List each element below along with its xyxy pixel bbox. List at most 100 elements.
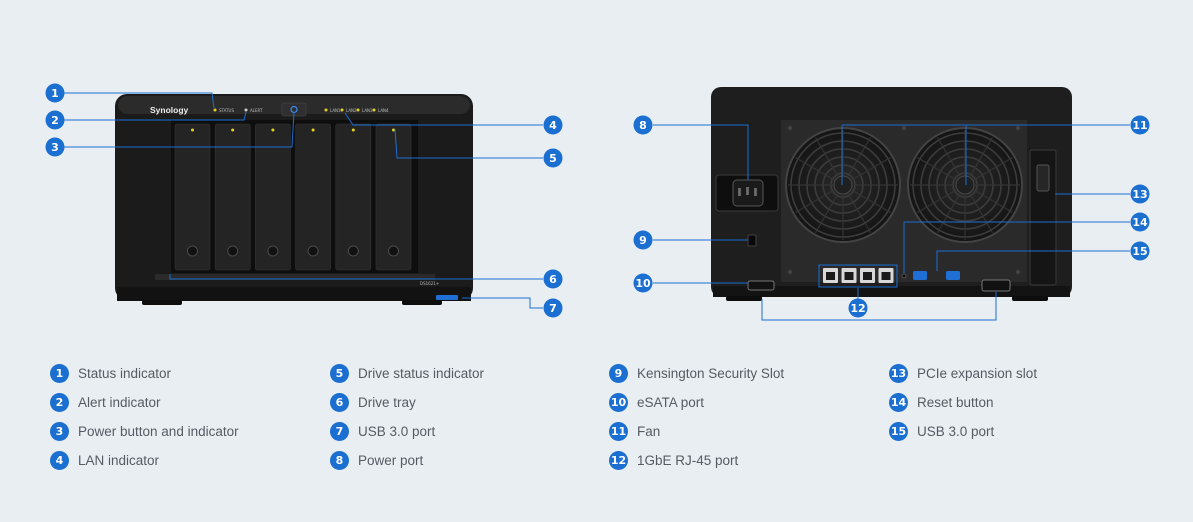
drive-tray[interactable] [335,123,372,271]
svg-text:1: 1 [51,87,59,100]
drive-tray-latch[interactable] [227,245,239,257]
kensington-slot[interactable] [747,234,757,247]
legend-label: eSATA port [637,395,705,410]
nas-rear-view [711,87,1072,301]
drive-status-led [271,128,275,132]
leader-line-8 [653,124,749,180]
rj45-socket [826,272,835,280]
callout-5: 5 [543,148,563,168]
legend-item: 2 Alert indicator [50,393,161,412]
drive-tray[interactable] [255,123,291,271]
lan4-label: LAN4 [378,108,389,113]
lan3-label: LAN3 [362,108,373,113]
legend-number-badge: 1 [50,364,69,383]
drive-tray-latch[interactable] [187,245,198,257]
legend-number-badge: 6 [330,393,349,412]
svg-text:7: 7 [549,302,557,315]
leader-line-1 [64,92,215,109]
drive-tray-latch[interactable] [388,245,399,257]
reset-button[interactable] [901,273,907,279]
callout-lines [64,92,1130,321]
lan4-led [372,108,376,112]
svg-text:4: 4 [549,119,557,132]
legend-label: Alert indicator [78,395,161,410]
fan-grille-spoke [847,193,872,233]
drive-tray-latch[interactable] [267,245,279,257]
rear-usb-port-2[interactable] [946,271,960,280]
drive-tray[interactable] [214,123,251,271]
screws [788,126,1020,274]
fan-grille-spoke [917,189,957,214]
fan-grille-spoke [795,156,835,181]
drive-status-led [392,128,395,132]
legend-number-badge: 3 [50,422,69,441]
legend-number-badge: 2 [50,393,69,412]
svg-text:5: 5 [549,152,557,165]
drive-tray[interactable] [295,123,331,271]
svg-text:13: 13 [1132,188,1147,201]
rear-usb-port-1[interactable] [913,271,927,280]
fan-grille-spoke [814,137,839,177]
rear-base [713,286,1070,297]
pcie-latch [1036,164,1050,192]
power-pin [754,188,757,196]
callout-1: 1 [45,83,65,103]
screw [788,126,792,130]
legend-number-badge: 15 [889,422,908,441]
drive-tray-latch[interactable] [347,245,359,257]
legend-number-badge: 12 [609,451,628,470]
callout-9: 9 [633,230,653,250]
lan2-led [340,108,344,112]
legend-label: Kensington Security Slot [637,366,785,381]
svg-text:10: 10 [635,277,651,290]
status-led-label: STATUS [219,108,234,113]
nas-diagram: Synology STATUS ALERT LAN1 LAN2 LAN3 LAN… [45,83,1150,321]
drive-tray[interactable] [174,123,211,271]
drive-trays [174,123,412,271]
callout-6: 6 [543,269,563,289]
legend-label: Power port [358,453,424,468]
drive-tray-latch[interactable] [307,245,319,257]
front-usb-port[interactable] [436,295,458,300]
svg-text:8: 8 [639,119,647,132]
callout-3: 3 [45,137,65,157]
callout-4: 4 [543,115,563,135]
legend-item: 13 PCIe expansion slot [889,364,1037,383]
rear-foot-right [1012,296,1048,301]
leader-line-6 [169,274,543,280]
legend-label: Fan [637,424,661,439]
fan-grille-spoke [851,189,891,214]
callout-10: 10 [633,273,653,293]
svg-text:9: 9 [639,234,647,247]
legend-label: PCIe expansion slot [917,366,1038,381]
brand-logo: Synology [150,105,189,115]
nas-front-view: Synology STATUS ALERT LAN1 LAN2 LAN3 LAN… [115,94,473,305]
callout-14: 14 [1130,212,1150,232]
leader-line-12 [761,292,997,321]
lan-ports [823,268,894,283]
screw [902,126,906,130]
legend-item: 15 USB 3.0 port [889,422,994,441]
lan1-led [324,108,328,112]
esata-port-right[interactable] [981,279,1011,292]
esata-port-left[interactable] [747,280,775,291]
fan-grille-spoke [795,189,835,214]
front-base [117,287,471,301]
legend-label: 1GbE RJ-45 port [637,453,739,468]
rj45-socket [844,272,854,280]
fan-grille-spoke [936,193,961,233]
legend-number-badge: 4 [50,451,69,470]
legend-label: USB 3.0 port [917,424,995,439]
drive-tray[interactable] [375,123,412,271]
svg-text:2: 2 [51,114,59,127]
fan-hub [833,175,853,195]
svg-text:12: 12 [850,302,865,315]
legend-number-badge: 13 [889,364,908,383]
alert-led-label: ALERT [250,108,263,113]
